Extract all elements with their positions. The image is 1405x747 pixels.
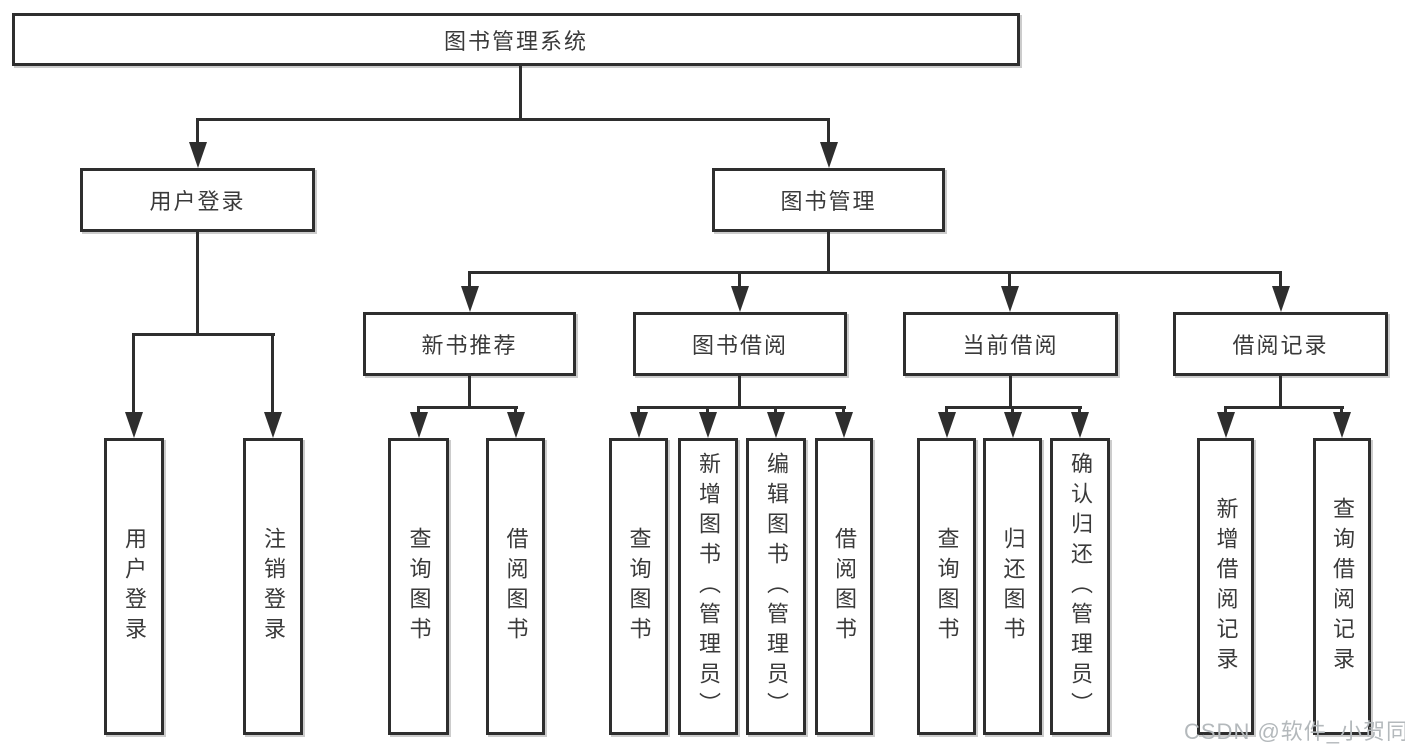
leaf-query-books-borrow-label: 查询图书 — [626, 526, 652, 647]
connector-line — [827, 118, 830, 144]
node-new-book-recommend-label: 新书推荐 — [421, 333, 518, 358]
node-library-management-system-label: 图书管理系统 — [443, 28, 588, 54]
arrow-down-icon — [835, 412, 853, 438]
arrow-down-icon — [125, 412, 143, 438]
node-current-borrow-label: 当前借阅 — [962, 333, 1059, 358]
leaf-edit-books-admin-label: 编辑图书（管理员） — [764, 451, 789, 722]
leaf-query-books-recommend-label: 查询图书 — [406, 526, 432, 647]
connector-line — [1224, 406, 1227, 416]
leaf-return-books-label: 归还图书 — [1000, 526, 1026, 647]
arrow-down-icon — [731, 286, 749, 312]
arrow-down-icon — [1272, 286, 1290, 312]
leaf-user-login-label: 用户登录 — [122, 526, 147, 647]
node-user-login-label: 用户登录 — [149, 189, 246, 214]
leaf-edit-books-admin: 编辑图书（管理员） — [746, 438, 806, 735]
connector-line — [468, 376, 471, 408]
node-borrow-records-label: 借阅记录 — [1232, 333, 1329, 358]
connector-line — [637, 406, 846, 409]
node-book-management-label: 图书管理 — [780, 189, 877, 214]
leaf-confirm-return-admin: 确认归还（管理员） — [1050, 438, 1110, 735]
connector-line — [1011, 406, 1014, 416]
connector-line — [468, 271, 1282, 274]
connector-line — [417, 406, 420, 416]
leaf-query-books-current: 查询图书 — [917, 438, 976, 735]
node-book-borrow: 图书借阅 — [633, 312, 847, 376]
leaf-query-books-current-label: 查询图书 — [934, 526, 960, 647]
arrow-down-icon — [189, 142, 207, 168]
node-library-management-system: 图书管理系统 — [12, 13, 1020, 66]
node-borrow-records: 借阅记录 — [1173, 312, 1388, 376]
connector-line — [417, 406, 518, 409]
node-book-borrow-label: 图书借阅 — [691, 333, 788, 358]
connector-line — [1224, 406, 1344, 409]
connector-line — [1078, 406, 1081, 416]
arrow-down-icon — [1001, 286, 1019, 312]
connector-line — [132, 333, 275, 336]
connector-line — [738, 376, 741, 408]
leaf-borrow-books-recommend-label: 借阅图书 — [503, 526, 529, 647]
leaf-user-login: 用户登录 — [104, 438, 164, 735]
connector-line — [196, 232, 199, 335]
connector-line — [514, 406, 517, 416]
connector-line — [1279, 271, 1282, 288]
node-new-book-recommend: 新书推荐 — [363, 312, 576, 376]
arrow-down-icon — [461, 286, 479, 312]
connector-line — [774, 406, 777, 416]
arrow-down-icon — [1333, 412, 1351, 438]
connector-line — [1009, 376, 1012, 408]
arrow-down-icon — [630, 412, 648, 438]
leaf-confirm-return-admin-label: 确认归还（管理员） — [1068, 451, 1093, 722]
connector-line — [1008, 271, 1011, 288]
connector-line — [271, 333, 274, 412]
arrow-down-icon — [1071, 412, 1089, 438]
leaf-borrow-books-label: 借阅图书 — [832, 526, 857, 647]
leaf-return-books: 归还图书 — [983, 438, 1042, 735]
arrow-down-icon — [820, 142, 838, 168]
connector-line — [827, 232, 830, 273]
leaf-logout-label: 注销登录 — [261, 526, 286, 647]
leaf-query-borrow-record-label: 查询借阅记录 — [1330, 496, 1355, 677]
arrow-down-icon — [410, 412, 428, 438]
arrow-down-icon — [699, 412, 717, 438]
connector-line — [738, 271, 741, 288]
leaf-add-borrow-record: 新增借阅记录 — [1197, 438, 1254, 735]
arrow-down-icon — [767, 412, 785, 438]
leaf-add-borrow-record-label: 新增借阅记录 — [1213, 496, 1239, 677]
connector-line — [197, 118, 830, 121]
leaf-borrow-books-recommend: 借阅图书 — [486, 438, 545, 735]
node-user-login: 用户登录 — [80, 168, 315, 232]
leaf-add-books-admin-label: 新增图书（管理员） — [696, 451, 721, 722]
leaf-query-books-borrow: 查询图书 — [609, 438, 668, 735]
leaf-logout: 注销登录 — [243, 438, 303, 735]
connector-line — [706, 406, 709, 416]
connector-line — [842, 406, 845, 416]
connector-line — [196, 118, 199, 144]
arrow-down-icon — [1217, 412, 1235, 438]
leaf-add-books-admin: 新增图书（管理员） — [678, 438, 738, 735]
arrow-down-icon — [264, 412, 282, 438]
node-book-management: 图书管理 — [712, 168, 945, 232]
node-current-borrow: 当前借阅 — [903, 312, 1118, 376]
connector-line — [519, 66, 522, 121]
leaf-borrow-books: 借阅图书 — [815, 438, 873, 735]
connector-line — [945, 406, 948, 416]
arrow-down-icon — [1004, 412, 1022, 438]
connector-line — [1279, 376, 1282, 408]
connector-line — [1340, 406, 1343, 416]
connector-line — [468, 271, 471, 288]
arrow-down-icon — [938, 412, 956, 438]
csdn-watermark: CSDN @软件_小贺同学 — [1184, 719, 1405, 744]
connector-line — [637, 406, 640, 416]
leaf-query-borrow-record: 查询借阅记录 — [1313, 438, 1371, 735]
leaf-query-books-recommend: 查询图书 — [388, 438, 449, 735]
arrow-down-icon — [507, 412, 525, 438]
connector-line — [132, 333, 135, 412]
